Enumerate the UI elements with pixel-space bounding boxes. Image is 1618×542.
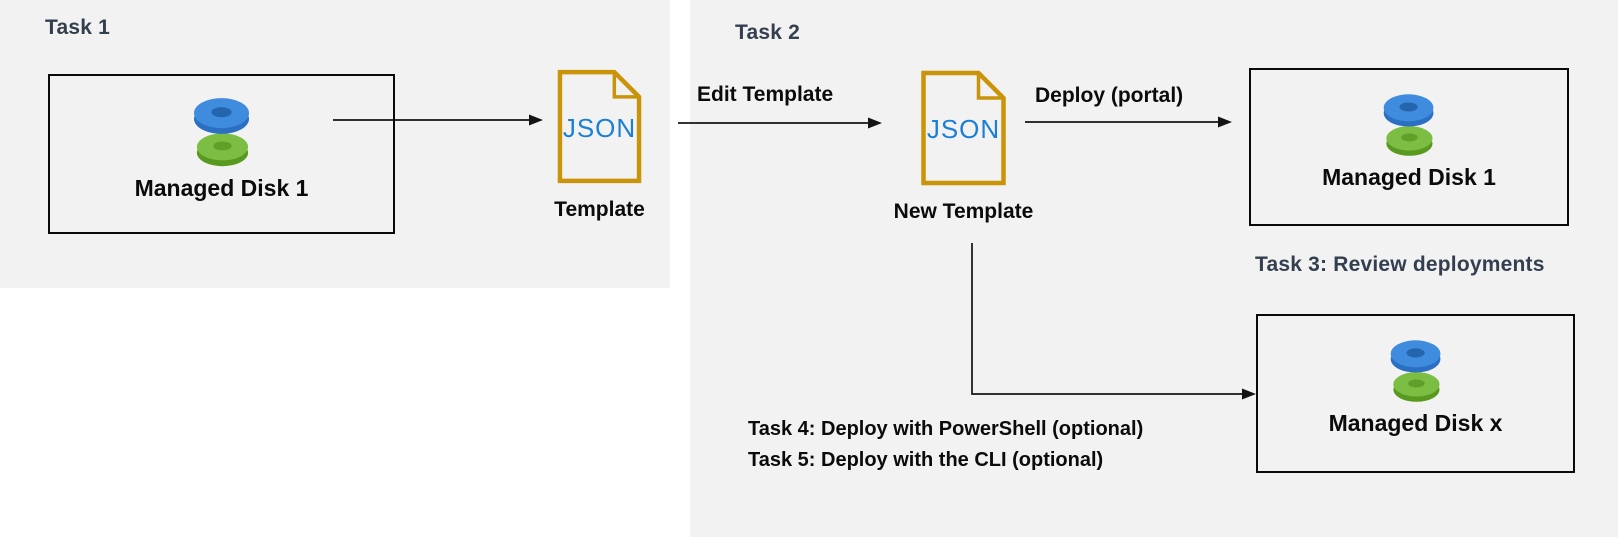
managed-disk-label: Managed Disk x <box>1328 410 1503 436</box>
json-file-type-label: JSON <box>926 114 1001 144</box>
deploy-portal-arrow-label: Deploy (portal) <box>1035 84 1184 107</box>
task1-heading: Task 1 <box>45 16 111 39</box>
template-json-file: JSON Template <box>554 68 645 221</box>
task3-heading: Task 3: Review deployments <box>1255 253 1545 276</box>
new-template-json-file: JSON New Template <box>894 69 1033 223</box>
edit-template-arrow-label: Edit Template <box>697 83 834 106</box>
blue-disk-icon <box>1390 340 1440 373</box>
green-disk-icon <box>1392 372 1440 402</box>
json-file-icon <box>921 70 1006 186</box>
managed-disk-icon <box>193 98 249 167</box>
task2-heading: Task 2 <box>735 21 801 44</box>
json-file-type-label: JSON <box>562 113 637 143</box>
json-file-icon <box>557 69 642 184</box>
managed-disk-label: Managed Disk 1 <box>134 175 309 201</box>
new-template-caption: New Template <box>893 200 1034 223</box>
managed-disk-1-portal-box: Managed Disk 1 <box>1249 68 1569 226</box>
managed-disk-icon <box>1383 94 1434 156</box>
blue-disk-icon <box>193 98 249 134</box>
managed-disk-1-source-box: Managed Disk 1 <box>48 74 395 234</box>
task4-task5-labels: Task 4: Deploy with PowerShell (optional… <box>748 414 1143 476</box>
green-disk-icon <box>196 133 248 167</box>
blue-disk-icon <box>1383 94 1434 127</box>
task5-label: Task 5: Deploy with the CLI (optional) <box>748 449 1104 471</box>
green-disk-icon <box>1386 126 1433 156</box>
managed-disk-icon <box>1390 340 1440 402</box>
managed-disk-label: Managed Disk 1 <box>1322 164 1496 190</box>
managed-disk-x-box: Managed Disk x <box>1256 314 1575 473</box>
template-caption: Template <box>554 198 645 221</box>
task4-label: Task 4: Deploy with PowerShell (optional… <box>748 418 1144 440</box>
